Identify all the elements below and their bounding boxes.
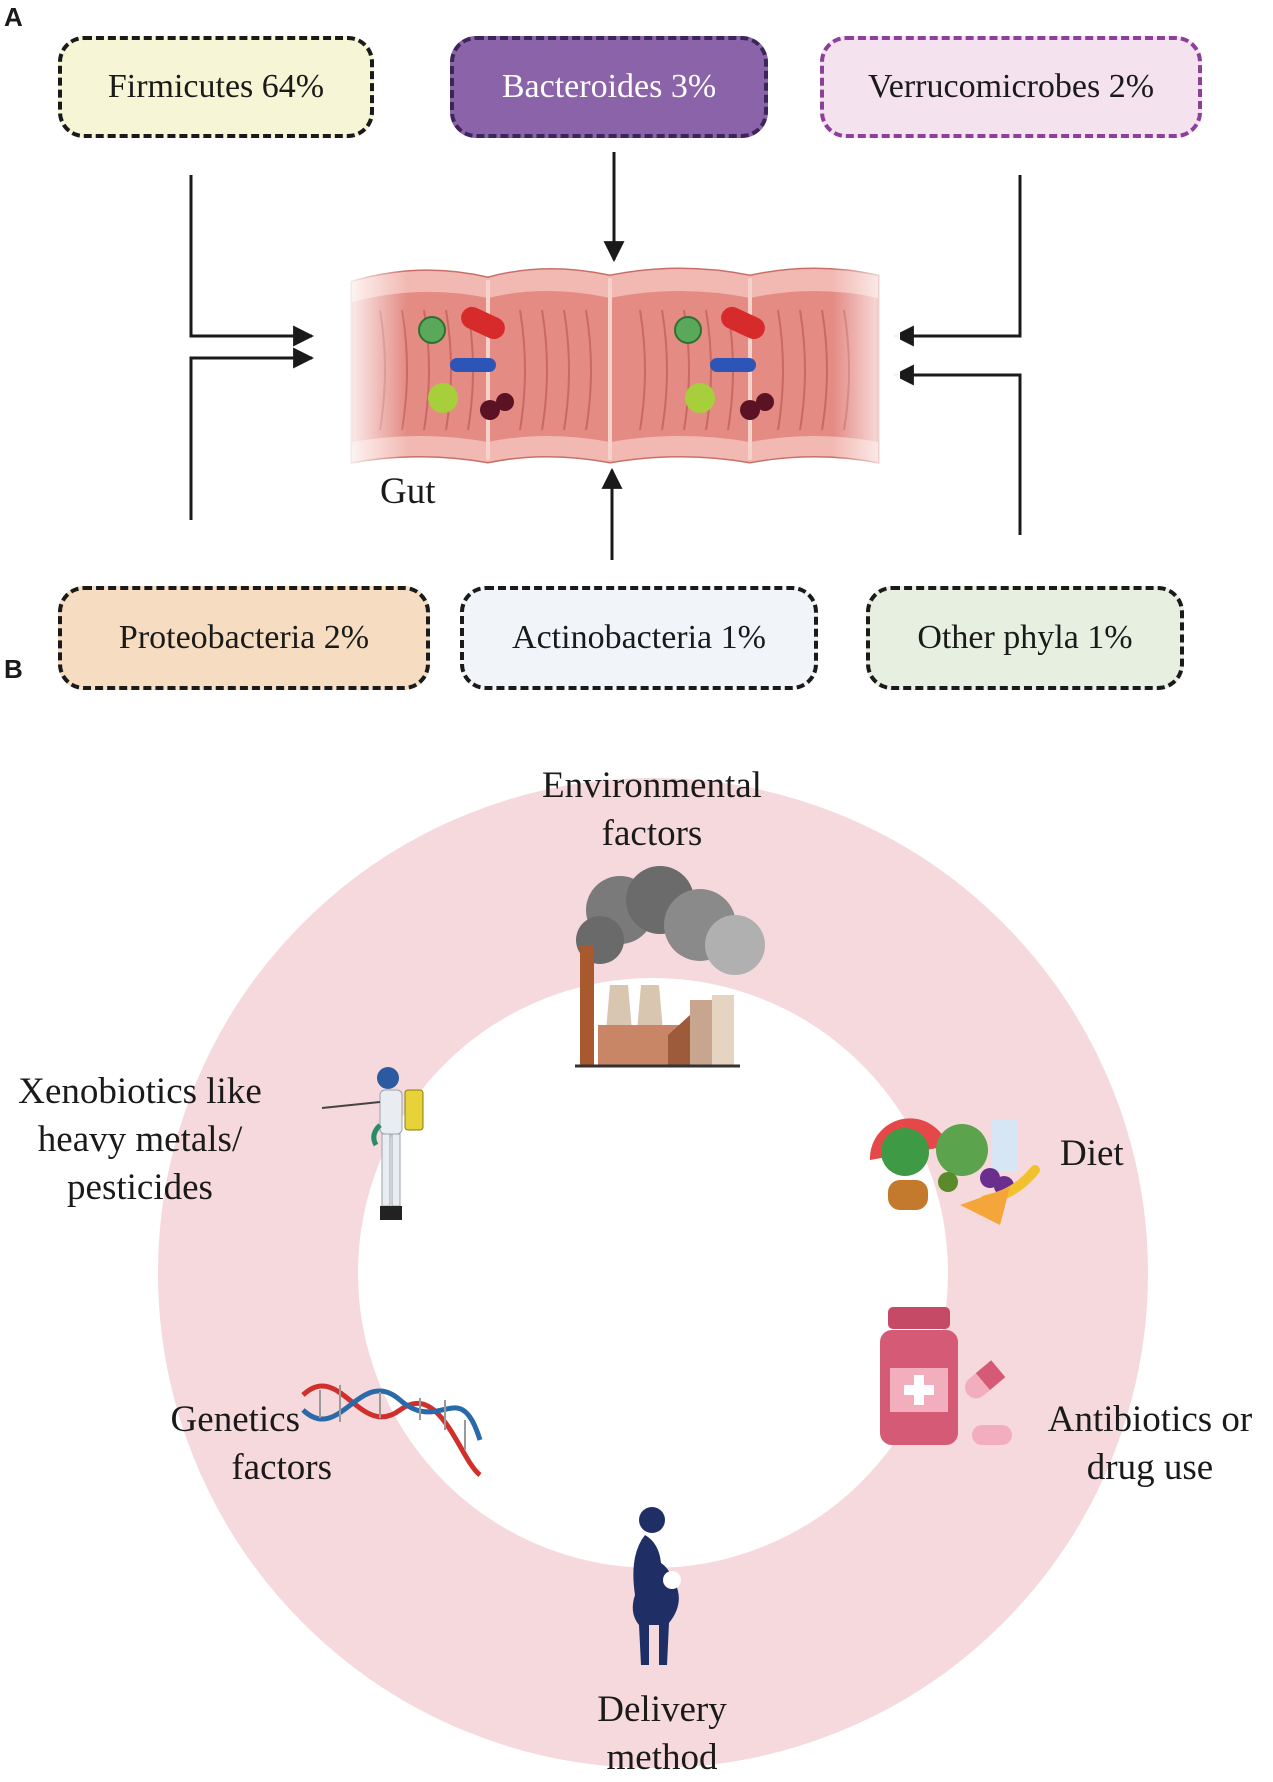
- phylum-box-other-phyla: Other phyla 1%: [866, 586, 1184, 690]
- factor-diet: Diet: [1060, 1133, 1124, 1174]
- phylum-label: Verrucomicrobes 2%: [867, 68, 1155, 105]
- phylum-box-firmicutes: Firmicutes 64%: [58, 36, 374, 138]
- factor-xenobiotics: Xenobiotics like heavy metals/ pesticide…: [18, 1071, 262, 1208]
- arrow-firmicutes: [189, 175, 315, 347]
- factor-delivery-method: Delivery method: [597, 1689, 727, 1778]
- phylum-box-bacteroides: Bacteroides 3%: [450, 36, 768, 138]
- dna-icon: [301, 1383, 483, 1477]
- factor-environmental: Environmental factors: [542, 765, 762, 854]
- gut-illustration: [340, 255, 900, 470]
- panel-label-b: B: [4, 654, 23, 684]
- panel-label-a: A: [4, 2, 23, 32]
- arrow-verrucomicrobes: [892, 175, 1022, 347]
- medicine-bottle-icon: [880, 1307, 1012, 1445]
- arrow-proteobacteria: [189, 347, 315, 520]
- food-icon: [869, 1118, 1040, 1225]
- arrow-other-phyla: [892, 364, 1022, 535]
- phylum-label: Proteobacteria 2%: [118, 619, 370, 656]
- gut-label: Gut: [380, 471, 436, 512]
- phylum-label: Bacteroides 3%: [501, 68, 717, 105]
- pesticide-sprayer-icon: [321, 1067, 424, 1220]
- factor-antibiotics: Antibiotics or drug use: [1047, 1399, 1253, 1488]
- phylum-box-verrucomicrobes: Verrucomicrobes 2%: [820, 36, 1202, 138]
- factor-genetics: Genetics factors: [170, 1399, 332, 1488]
- phylum-box-actinobacteria: Actinobacteria 1%: [460, 586, 818, 690]
- pregnant-woman-icon: [632, 1507, 681, 1665]
- phylum-label: Actinobacteria 1%: [512, 619, 766, 656]
- phylum-label: Firmicutes 64%: [107, 68, 325, 105]
- phylum-label: Other phyla 1%: [917, 619, 1133, 656]
- arrows: [189, 152, 1022, 560]
- phylum-box-proteobacteria: Proteobacteria 2%: [58, 586, 430, 690]
- factory-icon: [575, 866, 765, 1068]
